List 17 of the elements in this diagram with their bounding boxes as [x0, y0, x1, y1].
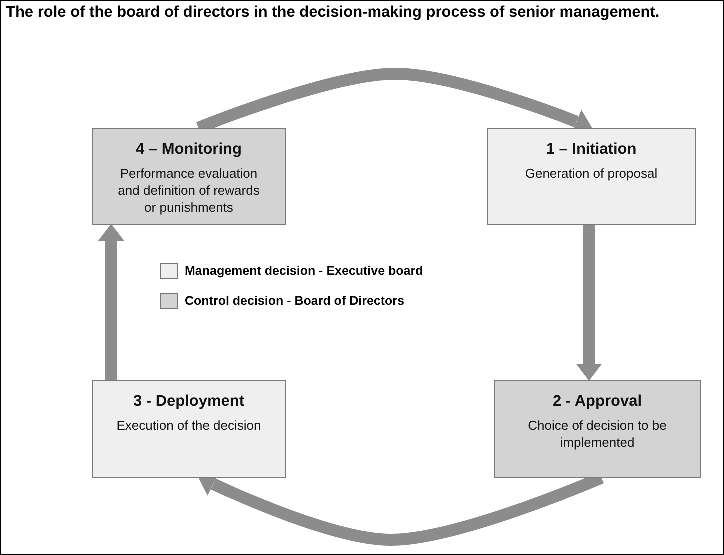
legend-label: Management decision - Executive board	[185, 264, 424, 278]
step-title: 4 – Monitoring	[135, 141, 243, 159]
step-title: 1 – Initiation	[545, 141, 638, 159]
process-box	[92, 128, 286, 225]
legend-label: Control decision - Board of Directors	[185, 294, 404, 308]
step-title: 2 - Approval	[552, 393, 643, 411]
process-box	[92, 380, 286, 478]
step-description: Execution of the decision	[116, 417, 262, 434]
step-description: Performance evaluation and definition of rewards or punishments	[117, 165, 261, 216]
process-box	[494, 380, 701, 478]
diagram-title: The role of the board of directors in the decision-making process of senior management.	[6, 4, 660, 22]
step-description: Choice of decision to be implemented	[527, 417, 668, 451]
process-box	[487, 128, 696, 225]
arrow	[576, 225, 602, 381]
step-description: Generation of proposal	[524, 165, 659, 182]
arrow	[98, 224, 124, 380]
step-title: 3 - Deployment	[132, 393, 246, 411]
